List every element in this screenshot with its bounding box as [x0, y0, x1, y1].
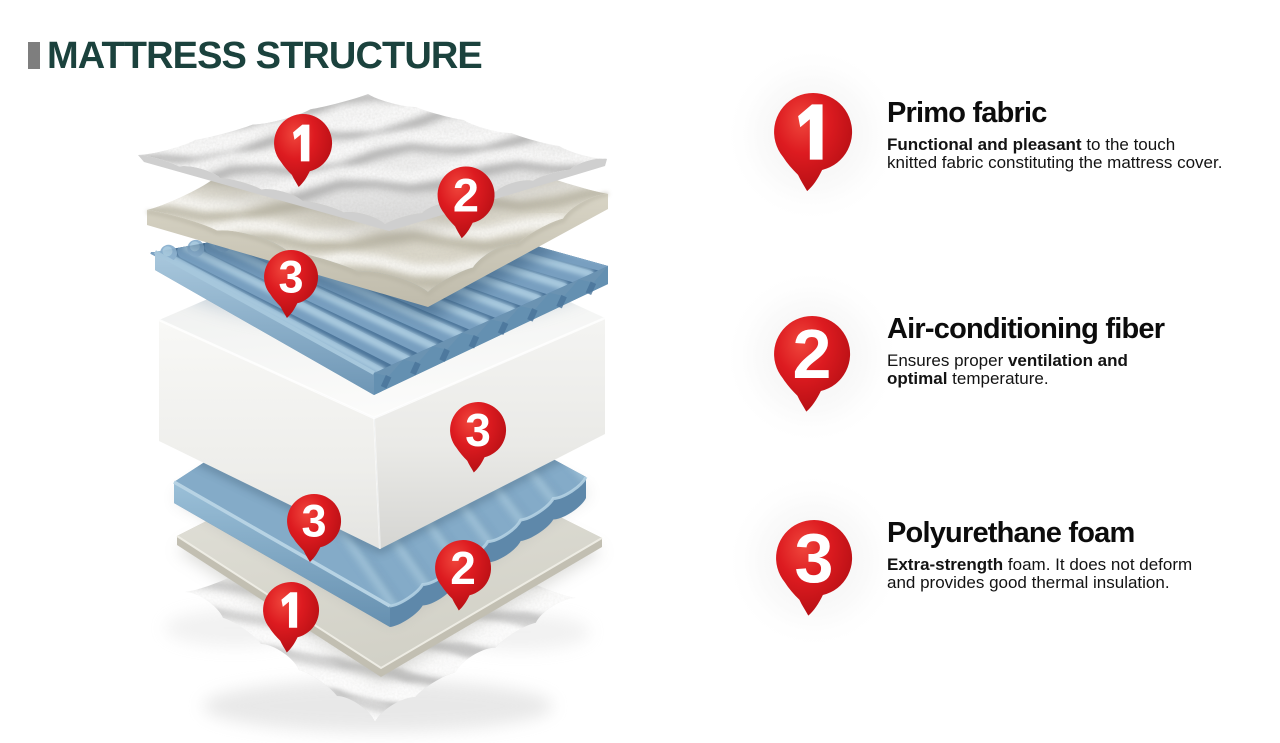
svg-text:3: 3: [301, 496, 326, 547]
svg-text:3: 3: [795, 519, 834, 597]
svg-text:2: 2: [793, 315, 832, 393]
svg-text:3: 3: [278, 252, 303, 303]
svg-text:2: 2: [450, 542, 476, 594]
svg-text:3: 3: [465, 404, 491, 456]
svg-text:2: 2: [453, 169, 479, 222]
